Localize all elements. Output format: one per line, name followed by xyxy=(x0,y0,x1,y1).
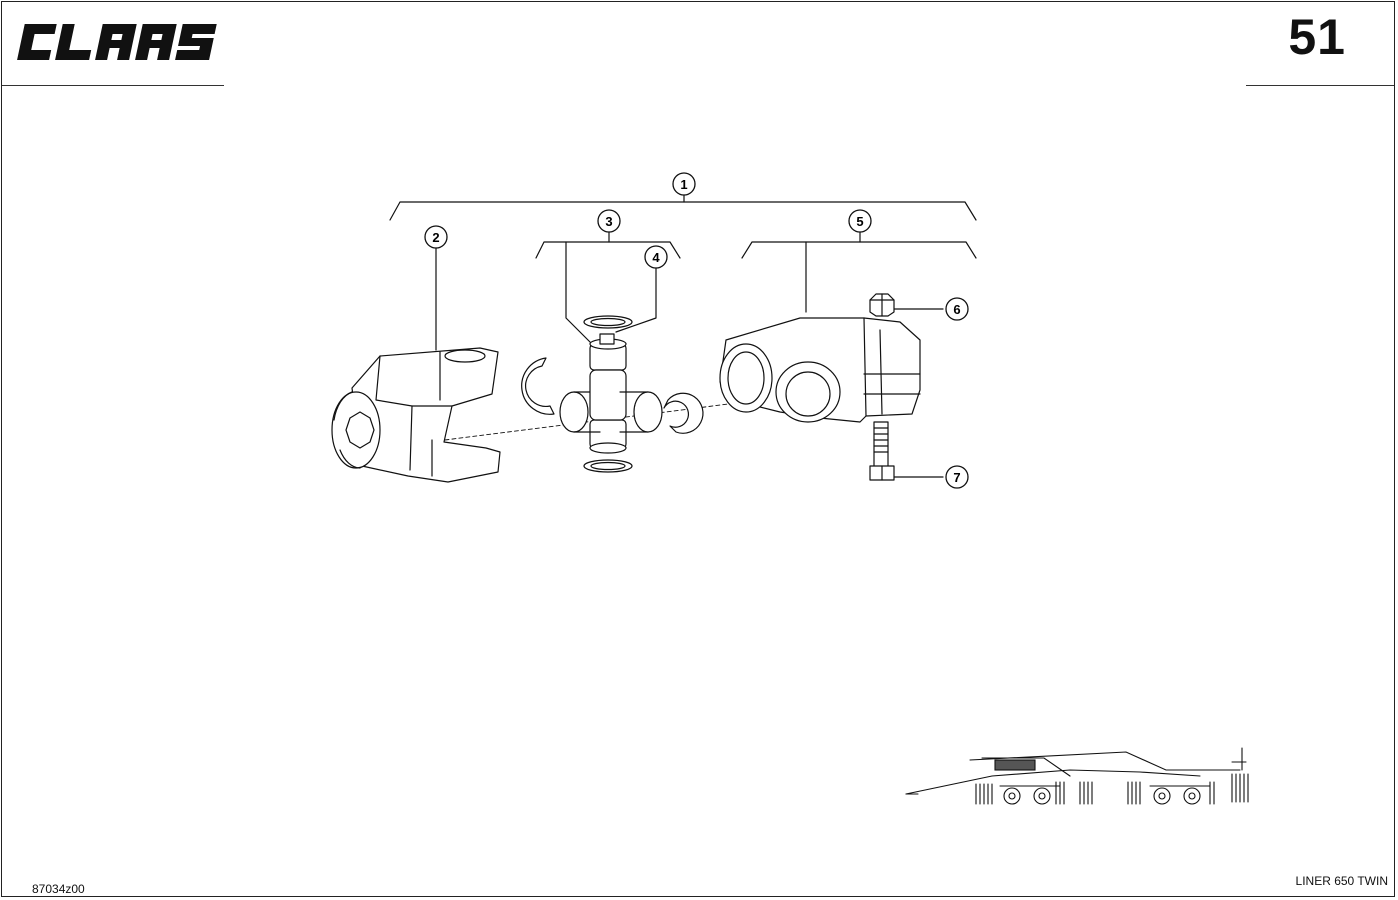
svg-text:5: 5 xyxy=(856,214,863,229)
svg-text:2: 2 xyxy=(432,230,439,245)
callouts: 1 2 3 4 5 6 7 xyxy=(424,172,969,489)
svg-text:7: 7 xyxy=(953,470,960,485)
snap-ring-top xyxy=(583,315,633,329)
callout-1: 1 xyxy=(672,172,696,196)
circlip-left xyxy=(521,357,555,415)
callout-5: 5 xyxy=(848,209,872,233)
bracket-5 xyxy=(741,241,977,259)
nut-part-6 xyxy=(869,293,895,317)
circlip-right xyxy=(663,392,704,434)
cross-journal-part-3 xyxy=(559,333,663,454)
svg-text:6: 6 xyxy=(953,302,960,317)
snap-ring-bottom xyxy=(583,459,633,473)
header-rule-left xyxy=(2,85,224,86)
callout-7: 7 xyxy=(945,465,969,489)
svg-text:1: 1 xyxy=(680,177,687,192)
page-number: 51 xyxy=(1288,9,1346,65)
svg-text:3: 3 xyxy=(605,214,612,229)
yoke-part-2 xyxy=(331,347,501,483)
header-rule-right xyxy=(1246,85,1394,86)
bracket-3 xyxy=(535,241,681,259)
callout-2: 2 xyxy=(424,225,448,249)
callout-6: 6 xyxy=(945,297,969,321)
svg-text:4: 4 xyxy=(652,250,660,265)
bracket-1 xyxy=(389,201,977,221)
callout-4: 4 xyxy=(644,245,668,269)
model-name: LINER 650 TWIN xyxy=(1295,874,1388,888)
machine-thumbnail xyxy=(905,747,1249,805)
callout-3: 3 xyxy=(597,209,621,233)
clamp-yoke-part-5 xyxy=(719,317,921,423)
claas-logo xyxy=(17,24,217,60)
bolt-part-7 xyxy=(869,421,895,481)
drawing-code: 87034z00 xyxy=(32,882,85,896)
